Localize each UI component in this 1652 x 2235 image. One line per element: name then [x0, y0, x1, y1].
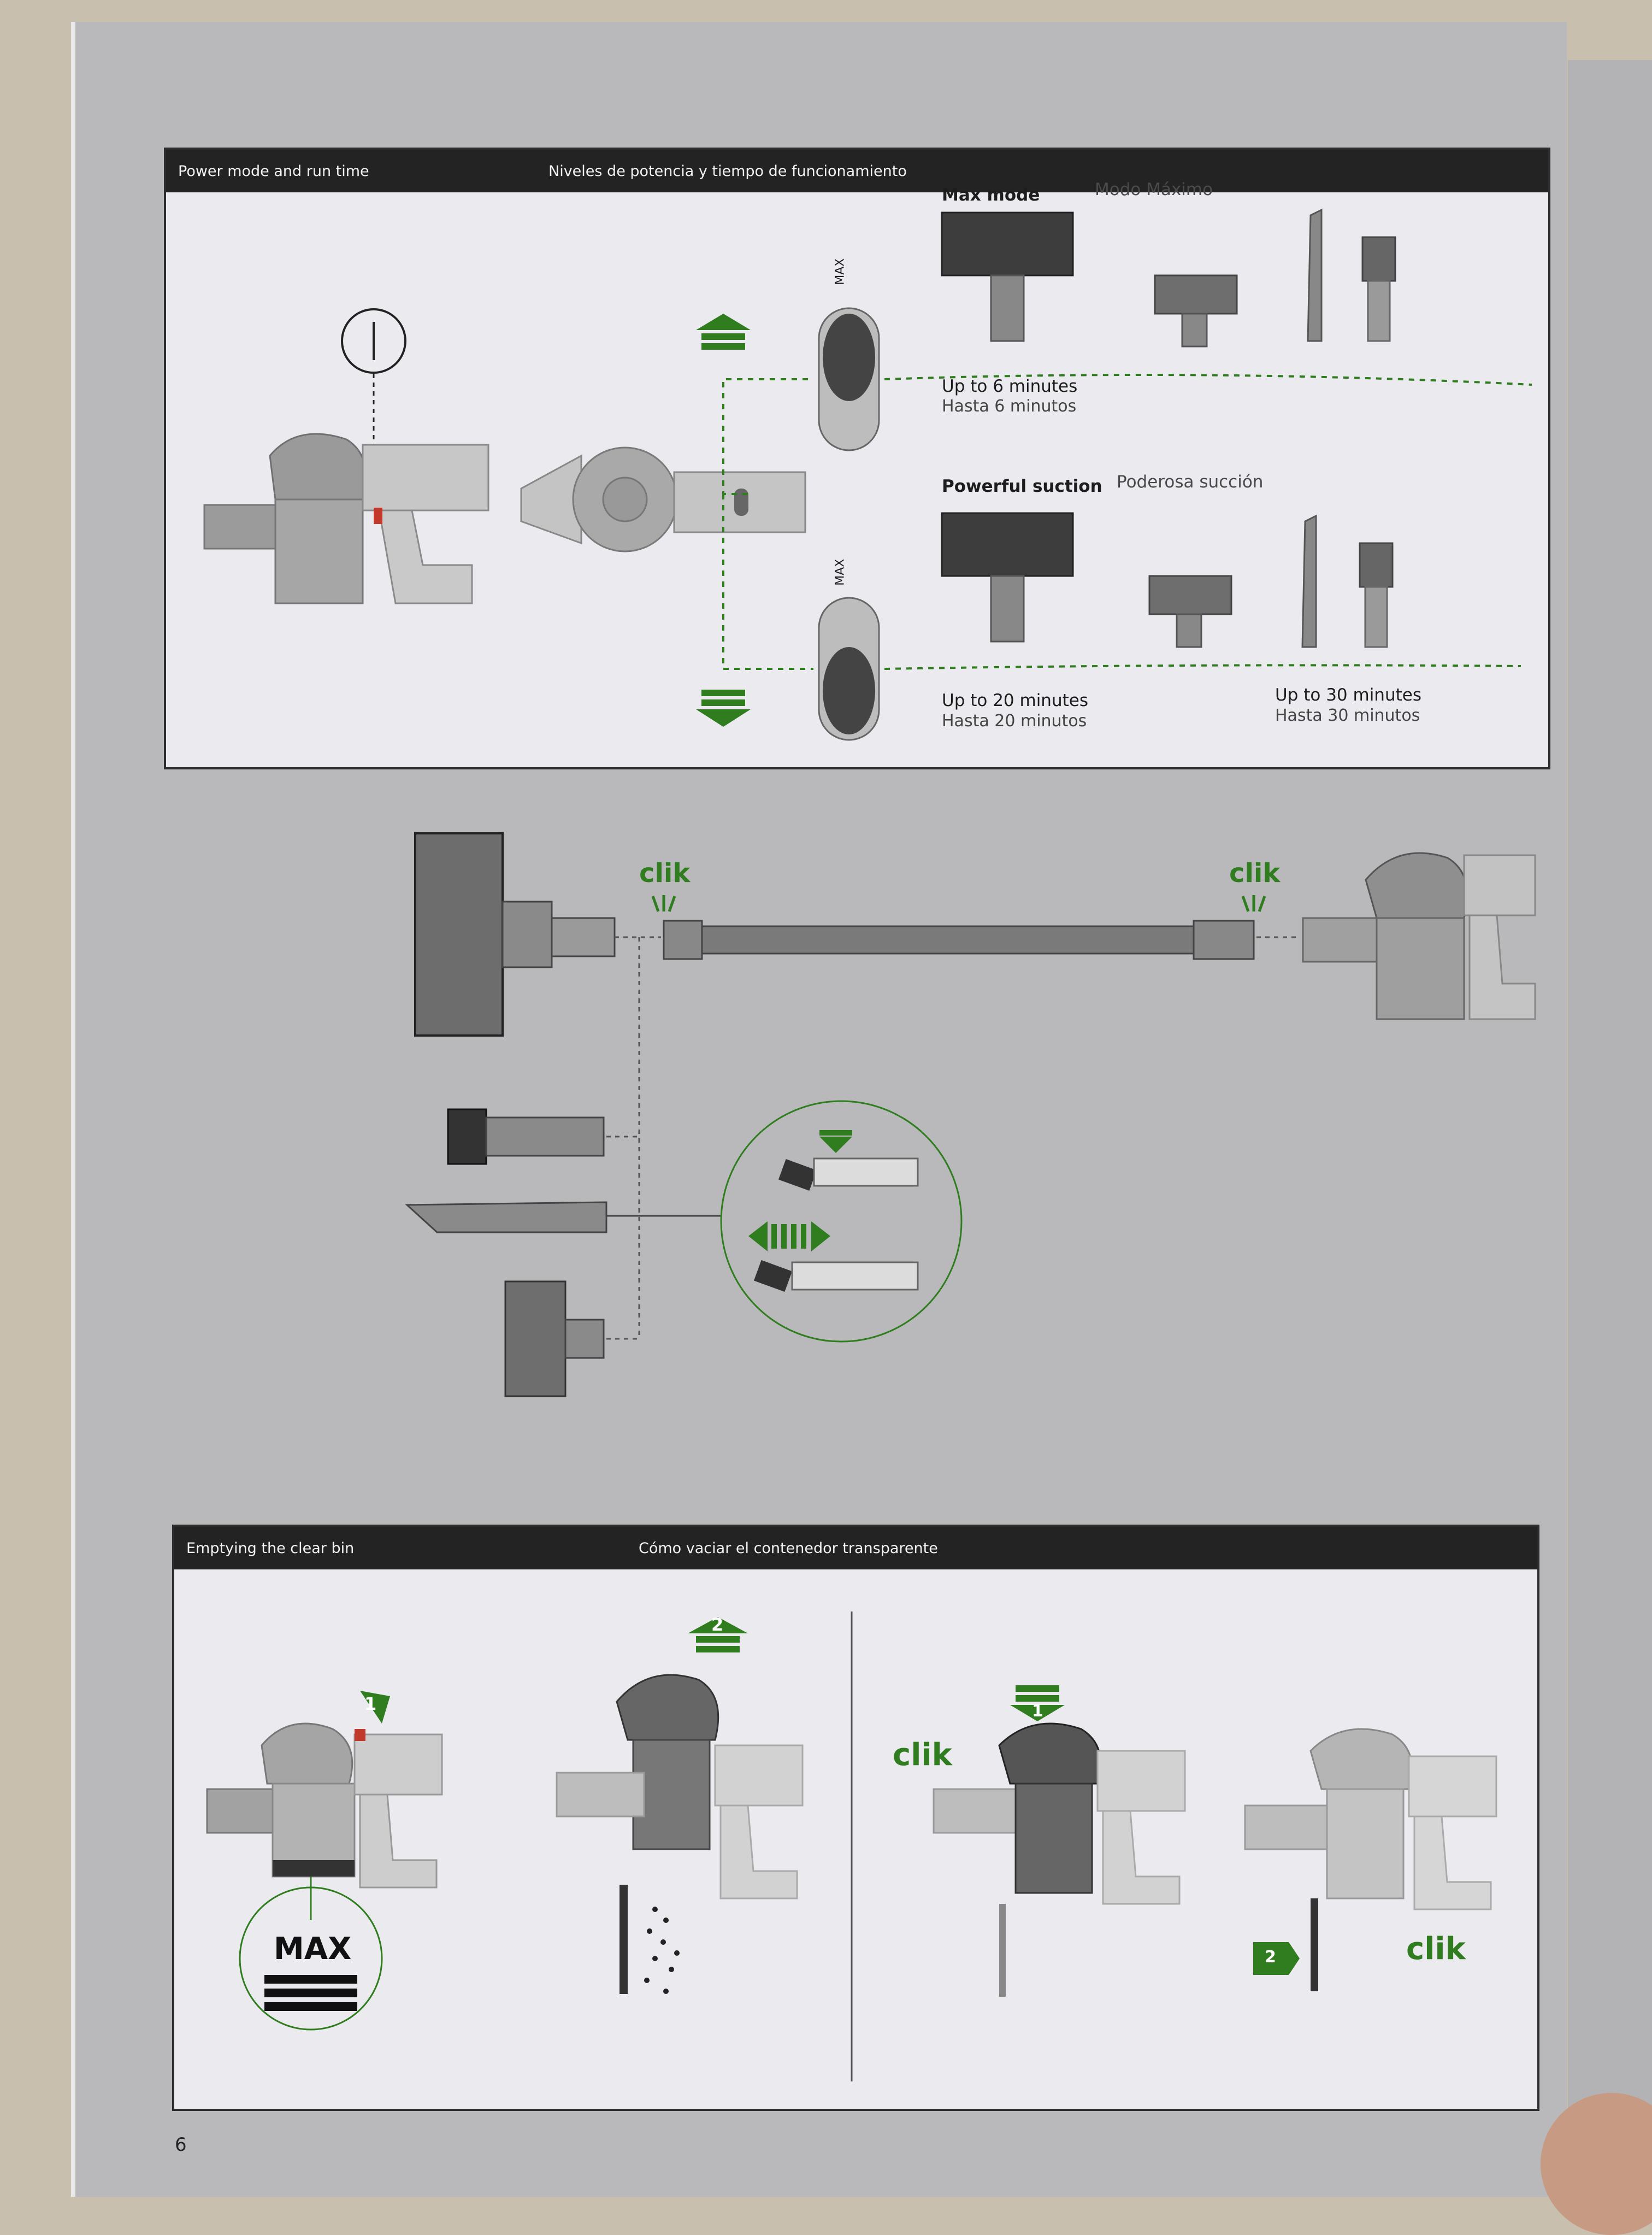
max-switch-up: [818, 307, 880, 451]
power-mode-illustration: [203, 208, 1532, 741]
max-mode-label-es: Modo Máximo: [1095, 180, 1213, 199]
tools-max-mode: [941, 208, 1396, 348]
floor-cleaner-head: [414, 832, 616, 1037]
clik-right: clik: [1229, 858, 1281, 889]
bin-header-en: Emptying the clear bin: [186, 1540, 355, 1557]
step-2-badge-latch: 2: [1265, 1948, 1276, 1967]
step-1-badge: 1: [364, 1693, 377, 1714]
bin-step-close: [933, 1685, 1186, 1997]
powerful-suction-label-es: Poderosa succión: [1117, 472, 1264, 492]
max-switch-down: [818, 597, 880, 741]
bin-clik-2: clik: [1406, 1931, 1466, 1967]
handheld-vacuum-top: [520, 446, 806, 552]
bin-step-latch: [1244, 1728, 1497, 1991]
arrow-up-icon: [696, 314, 751, 350]
power-header-en: Power mode and run time: [178, 163, 369, 180]
powerful-suction-label: Powerful suction: [942, 477, 1102, 496]
brush-detail-circle: [720, 1100, 963, 1343]
bin-step-lift: [556, 1617, 804, 1994]
facing-page-edge: [1568, 60, 1652, 2203]
step-1-badge-close: 1: [1032, 1702, 1043, 1721]
extension-wand: [663, 920, 1255, 960]
empty-bin-header: Emptying the clear bin Cómo vaciar el co…: [174, 1527, 1537, 1569]
max-runtime-es: Hasta 6 minutos: [942, 397, 1077, 416]
double-arrow-icon: [748, 1221, 830, 1251]
mode-link-lines: [722, 374, 1532, 670]
empty-bin-panel: Emptying the clear bin Cómo vaciar el co…: [172, 1525, 1539, 2111]
attachment-tools: [405, 1108, 721, 1397]
power-button-icon: [341, 308, 406, 456]
bin-step-release: [206, 1691, 443, 2031]
bin-illustration: [206, 1611, 1497, 2081]
handheld-vacuum-right: [1302, 852, 1536, 1020]
bin-header-es: Cómo vaciar el contenedor transparente: [639, 1540, 938, 1557]
clik-left: clik: [639, 858, 691, 889]
page-number: 6: [175, 2134, 187, 2156]
powerful-runtime: Up to 20 minutes: [942, 691, 1088, 710]
arrow-down-icon: [696, 690, 751, 727]
max-mode-label: Max mode: [942, 185, 1040, 205]
step-2-badge: 2: [711, 1614, 724, 1635]
tools-powerful-suction: [941, 512, 1394, 648]
powerful-runtime-es: Hasta 20 minutos: [942, 711, 1087, 731]
assembly-dashed-lines: [606, 936, 1300, 1340]
tools-runtime: Up to 30 minutes: [1275, 685, 1421, 705]
power-mode-header: Power mode and run time Niveles de poten…: [166, 150, 1548, 192]
power-header-es: Niveles de potencia y tiempo de funciona…: [548, 163, 907, 180]
max-runtime: Up to 6 minutes: [942, 377, 1078, 396]
handheld-vacuum-side: [203, 433, 489, 604]
tools-runtime-es: Hasta 30 minutos: [1275, 706, 1420, 725]
power-mode-panel: Power mode and run time Niveles de poten…: [164, 148, 1550, 769]
max-fill-label: MAX: [274, 1931, 352, 1967]
clik-tick-marks: [651, 895, 1266, 912]
bin-clik-1: clik: [893, 1737, 952, 1773]
